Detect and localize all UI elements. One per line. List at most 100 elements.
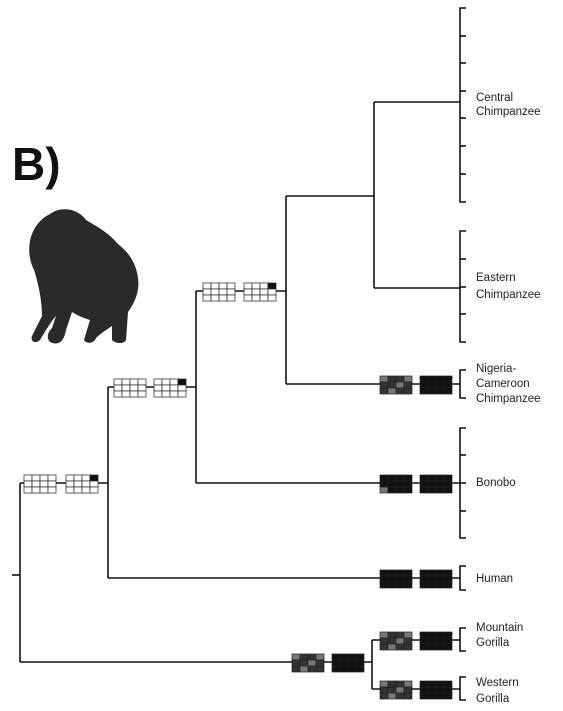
trait-cell [267,288,277,296]
trait-cell [427,686,437,694]
trait-cell [202,294,212,302]
trait-cell [243,294,253,302]
trait-cell [331,653,341,661]
trait-grids [23,282,453,700]
trait-cell [177,390,187,398]
trait-cell [379,569,389,577]
trait-cell [387,581,397,589]
trait-cell [427,692,437,700]
trait-cell [435,381,445,389]
trait-cell [315,659,325,667]
trait-cell [443,680,453,688]
trait-cell [435,643,445,651]
trait-cell [379,581,389,589]
trait-grid-pan-b [243,282,277,302]
trait-cell [435,686,445,694]
trait-cell [395,637,405,645]
trait-cell [427,486,437,494]
trait-grid-western-b [419,680,453,700]
trait-cell [387,680,397,688]
trait-cell [73,480,83,488]
trait-cell [443,581,453,589]
trait-cell [218,282,228,290]
trait-cell [161,378,171,386]
taxon-label-nigeria-3: Chimpanzee [476,393,541,405]
trait-cell [31,474,41,482]
trait-cell [443,381,453,389]
trait-cell [427,375,437,383]
trait-cell [387,375,397,383]
trait-cell [435,575,445,583]
trait-cell [177,378,187,386]
trait-cell [427,643,437,651]
trait-cell [387,486,397,494]
trait-cell [113,384,123,392]
trait-cell [267,294,277,302]
trait-cell [419,486,429,494]
trait-cell [251,294,261,302]
trait-cell [218,288,228,296]
trait-cell [387,686,397,694]
trait-cell [387,569,397,577]
trait-cell [113,378,123,386]
trait-grid-gorilla-b [331,653,365,673]
trait-cell [243,288,253,296]
trait-cell [23,480,33,488]
trait-cell [153,390,163,398]
trait-cell [427,575,437,583]
trait-cell [427,569,437,577]
trait-grid-chimp-human-b [153,378,187,398]
trait-cell [169,378,179,386]
trait-cell [315,653,325,661]
taxon-label-eastern-1: Eastern [476,272,516,284]
trait-cell [89,480,99,488]
trait-cell [121,390,131,398]
trait-cell [39,480,49,488]
trait-cell [395,387,405,395]
trait-cell [395,680,405,688]
trait-cell [89,474,99,482]
trait-cell [387,643,397,651]
trait-cell [307,659,317,667]
trait-cell [202,282,212,290]
trait-cell [443,686,453,694]
trait-cell [259,294,269,302]
trait-cell [218,294,228,302]
trait-cell [403,474,413,482]
trait-cell [73,474,83,482]
trait-cell [435,692,445,700]
trait-cell [347,653,357,661]
taxon-labels: Central Chimpanzee Eastern Chimpanzee Ni… [476,92,541,705]
tree-lines [12,7,466,701]
trait-cell [443,474,453,482]
trait-cell [379,643,389,651]
trait-cell [387,480,397,488]
trait-cell [419,581,429,589]
trait-cell [435,680,445,688]
trait-grid-pan-a [202,282,236,302]
trait-cell [307,665,317,673]
trait-cell [299,653,309,661]
trait-cell [39,486,49,494]
trait-grid-nigeria-a [379,375,413,395]
trait-cell [403,692,413,700]
trait-cell [395,631,405,639]
trait-cell [419,569,429,577]
trait-grid-bonobo-a [379,474,413,494]
trait-cell [427,474,437,482]
trait-cell [395,375,405,383]
trait-cell [129,384,139,392]
trait-cell [419,692,429,700]
taxon-label-mountain-1: Mountain [476,622,523,634]
trait-cell [443,637,453,645]
trait-cell [435,480,445,488]
trait-cell [251,282,261,290]
trait-cell [379,575,389,583]
trait-cell [443,631,453,639]
taxon-label-central-1: Central [476,92,513,104]
trait-cell [226,282,236,290]
trait-cell [129,390,139,398]
trait-cell [65,480,75,488]
trait-cell [395,381,405,389]
trait-cell [387,692,397,700]
